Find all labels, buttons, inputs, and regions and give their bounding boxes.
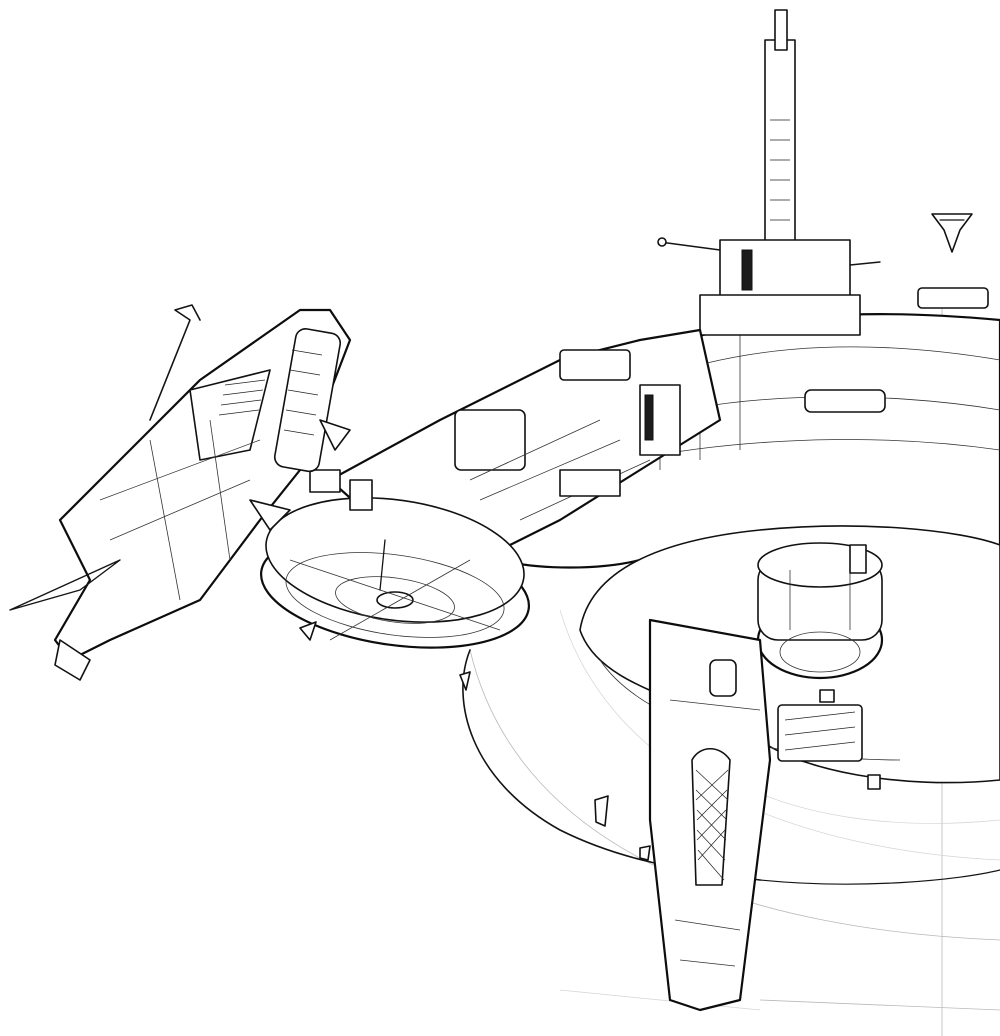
right-disc-pod xyxy=(756,542,884,680)
central-hull xyxy=(328,328,722,562)
left-disc-pod xyxy=(259,469,531,649)
lower-pylon xyxy=(648,618,772,1012)
left-wing-craft xyxy=(9,304,352,681)
small-craft-icon xyxy=(931,213,973,253)
greebles xyxy=(299,621,881,861)
viewport-window xyxy=(777,704,863,762)
antenna-tower xyxy=(657,9,881,336)
